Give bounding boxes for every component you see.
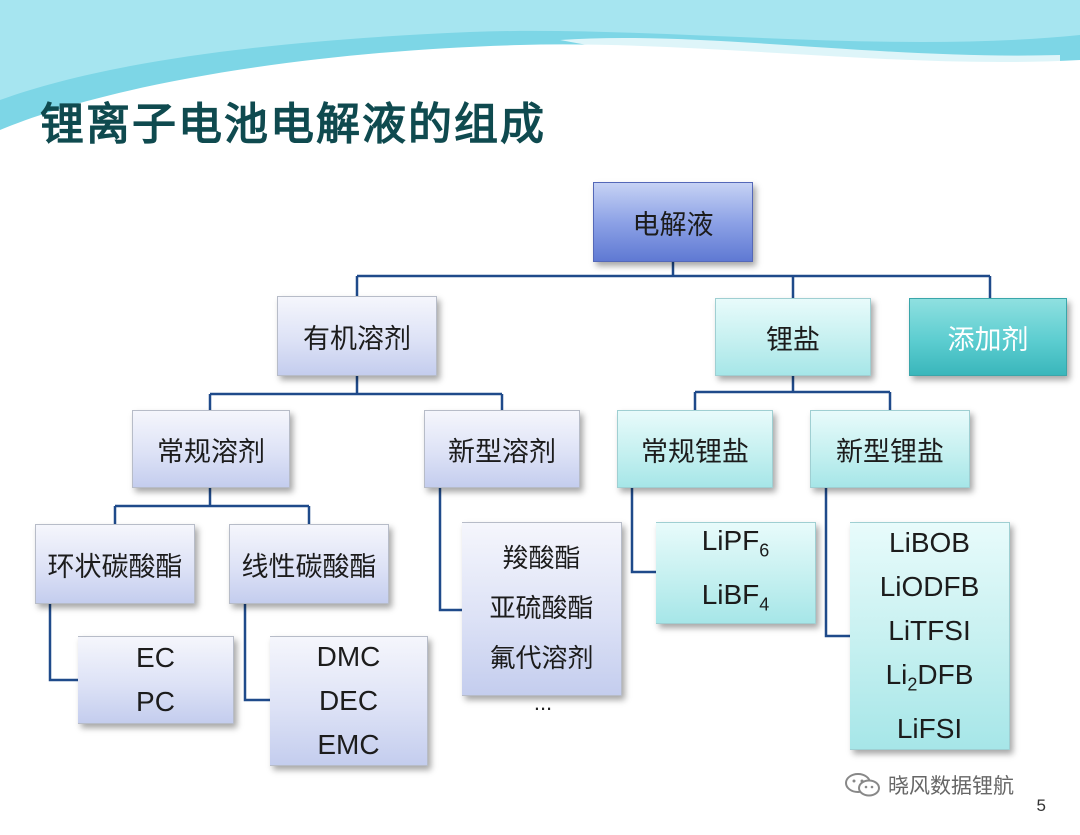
leaf-salt-libf4-main: LiBF [701,579,760,610]
leaf-li2dfb-pre: Li [885,659,908,691]
node-organic-solvent: 有机溶剂 [277,296,437,376]
node-conventional-solvent: 常规溶剂 [132,410,290,488]
node-new-solvent: 新型溶剂 [424,410,580,488]
wechat-icon [845,773,880,797]
leaf-cyclic-list: EC PC [78,636,234,724]
node-electrolyte-label: 电解液 [632,209,714,241]
node-new-salt: 新型锂盐 [810,410,970,488]
header-wave-decoration [0,0,1080,130]
node-cyclic-carbonate-label: 环状碳酸酯 [47,551,183,583]
leaf-new-salt-item: LiFSI [896,712,963,744]
leaf-new-solvent-item: 羧酸酯 [502,544,581,574]
slide-title: 锂离子电池电解液的组成 [40,99,546,150]
node-new-salt-label: 新型锂盐 [836,436,944,468]
node-conventional-solvent-label: 常规溶剂 [157,436,265,468]
watermark-text: 晓风数据锂航 [888,774,1014,798]
watermark: 晓风数据锂航 [844,770,1014,800]
node-cyclic-carbonate: 环状碳酸酯 [35,524,195,604]
leaf-cyclic-item: EC [136,642,175,673]
leaf-salt-lipf6: LiPF6 [702,519,770,573]
leaf-li2dfb-sub: 2 [907,674,918,695]
node-lithium-salt: 锂盐 [715,298,871,376]
node-linear-carbonate-label: 线性碳酸酯 [241,551,377,583]
node-linear-carbonate: 线性碳酸酯 [229,524,389,604]
leaf-conventional-salt-list: LiPF6 LiBF4 [656,522,816,624]
leaf-linear-item: EMC [317,729,380,760]
leaf-linear-item: DEC [318,685,379,716]
leaf-new-salt-item: LiBOB [889,527,970,559]
leaf-new-salt-item: LiTFSI [888,615,971,647]
leaf-new-solvent-item: 氟代溶剂 [489,644,594,674]
node-additive-label: 添加剂 [947,324,1029,356]
leaf-li2dfb-post: DFB [917,659,974,691]
leaf-new-salt-item: LiODFB [879,571,980,603]
node-conventional-salt: 常规锂盐 [617,410,773,488]
leaf-salt-lipf6-sub: 6 [759,541,770,561]
node-additive: 添加剂 [909,298,1067,376]
leaf-linear-list: DMC DEC EMC [270,636,428,766]
leaf-salt-libf4: LiBF4 [702,573,770,627]
node-conventional-salt-label: 常规锂盐 [641,436,749,468]
leaf-new-solvent-item: 亚硫酸酯 [489,594,594,624]
leaf-new-solvent-more: ... [533,690,553,715]
node-new-solvent-label: 新型溶剂 [448,436,556,468]
leaf-salt-libf4-sub: 4 [759,594,770,615]
leaf-cyclic-item: PC [136,686,175,717]
leaf-new-salt-list: LiBOB LiODFB LiTFSI Li2DFB LiFSI [850,522,1010,750]
leaf-salt-lipf6-main: LiPF [701,525,760,557]
node-organic-solvent-label: 有机溶剂 [303,323,411,355]
leaf-new-solvent-list: 羧酸酯 亚硫酸酯 氟代溶剂 [462,522,622,696]
leaf-new-salt-item-li2dfb: Li2DFB [886,653,974,707]
node-electrolyte: 电解液 [593,182,753,262]
leaf-linear-item: DMC [316,641,381,672]
node-lithium-salt-label: 锂盐 [766,324,820,356]
page-number: 5 [1036,796,1046,815]
